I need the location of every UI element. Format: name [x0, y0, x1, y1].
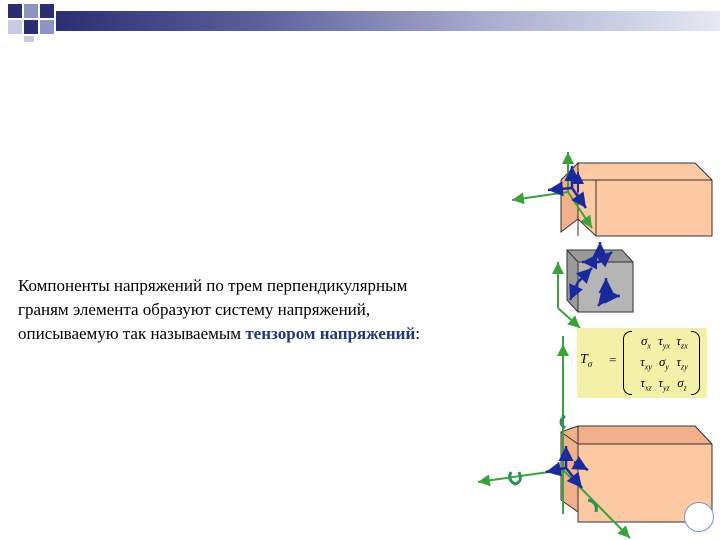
stress-tensor-term: тензором напряжений: [245, 324, 416, 343]
tensor-cell: τxy: [640, 354, 652, 372]
middle-cube-arrows: [552, 242, 620, 329]
tensor-cell: σz: [677, 375, 687, 393]
corner-square: [8, 4, 22, 18]
corner-square: [40, 4, 54, 18]
corner-square: [24, 4, 38, 18]
header-gradient-band: [56, 11, 720, 31]
moment-arrow-icon: [508, 414, 598, 513]
matrix-bracket-left: [623, 331, 632, 395]
tensor-symbol: Tσ: [580, 352, 593, 369]
tensor-cell: τzx: [676, 333, 688, 351]
bottom-box-arrows: [477, 336, 631, 539]
caption-line-1: Компоненты напряжений по трем перпендику…: [18, 276, 408, 295]
tensor-cell: τxz: [640, 375, 652, 393]
caption-line-3-prefix: описываемую так называемым: [18, 324, 246, 343]
tensor-cell: σx: [641, 333, 651, 351]
caption-line-3-suffix: :: [415, 324, 420, 343]
equals-sign: =: [609, 352, 617, 367]
circle-nav-icon[interactable]: [684, 502, 714, 532]
corner-square: [40, 20, 54, 34]
bottom-element-box: [560, 425, 713, 523]
caption-line-3: описываемую так называемым тензором напр…: [18, 322, 538, 346]
top-box-arrows: [511, 152, 593, 229]
corner-square: [24, 20, 38, 34]
tensor-cell: σy: [659, 354, 669, 372]
header-decoration: [0, 0, 720, 42]
corner-square: [8, 20, 22, 34]
stress-tensor-matrix: Tσ = σx τyx τzx τxy σy τzy τxz τyz σz: [577, 328, 707, 398]
caption-text: Компоненты напряжений по трем перпендику…: [18, 274, 538, 346]
tensor-cell: τzy: [676, 354, 688, 372]
caption-line-2: граням элемента образуют систему напряже…: [18, 300, 371, 319]
top-element-box: [560, 161, 713, 237]
tensor-cell: τyz: [658, 375, 670, 393]
tensor-cell: τyx: [658, 333, 670, 351]
corner-square: [24, 36, 34, 42]
